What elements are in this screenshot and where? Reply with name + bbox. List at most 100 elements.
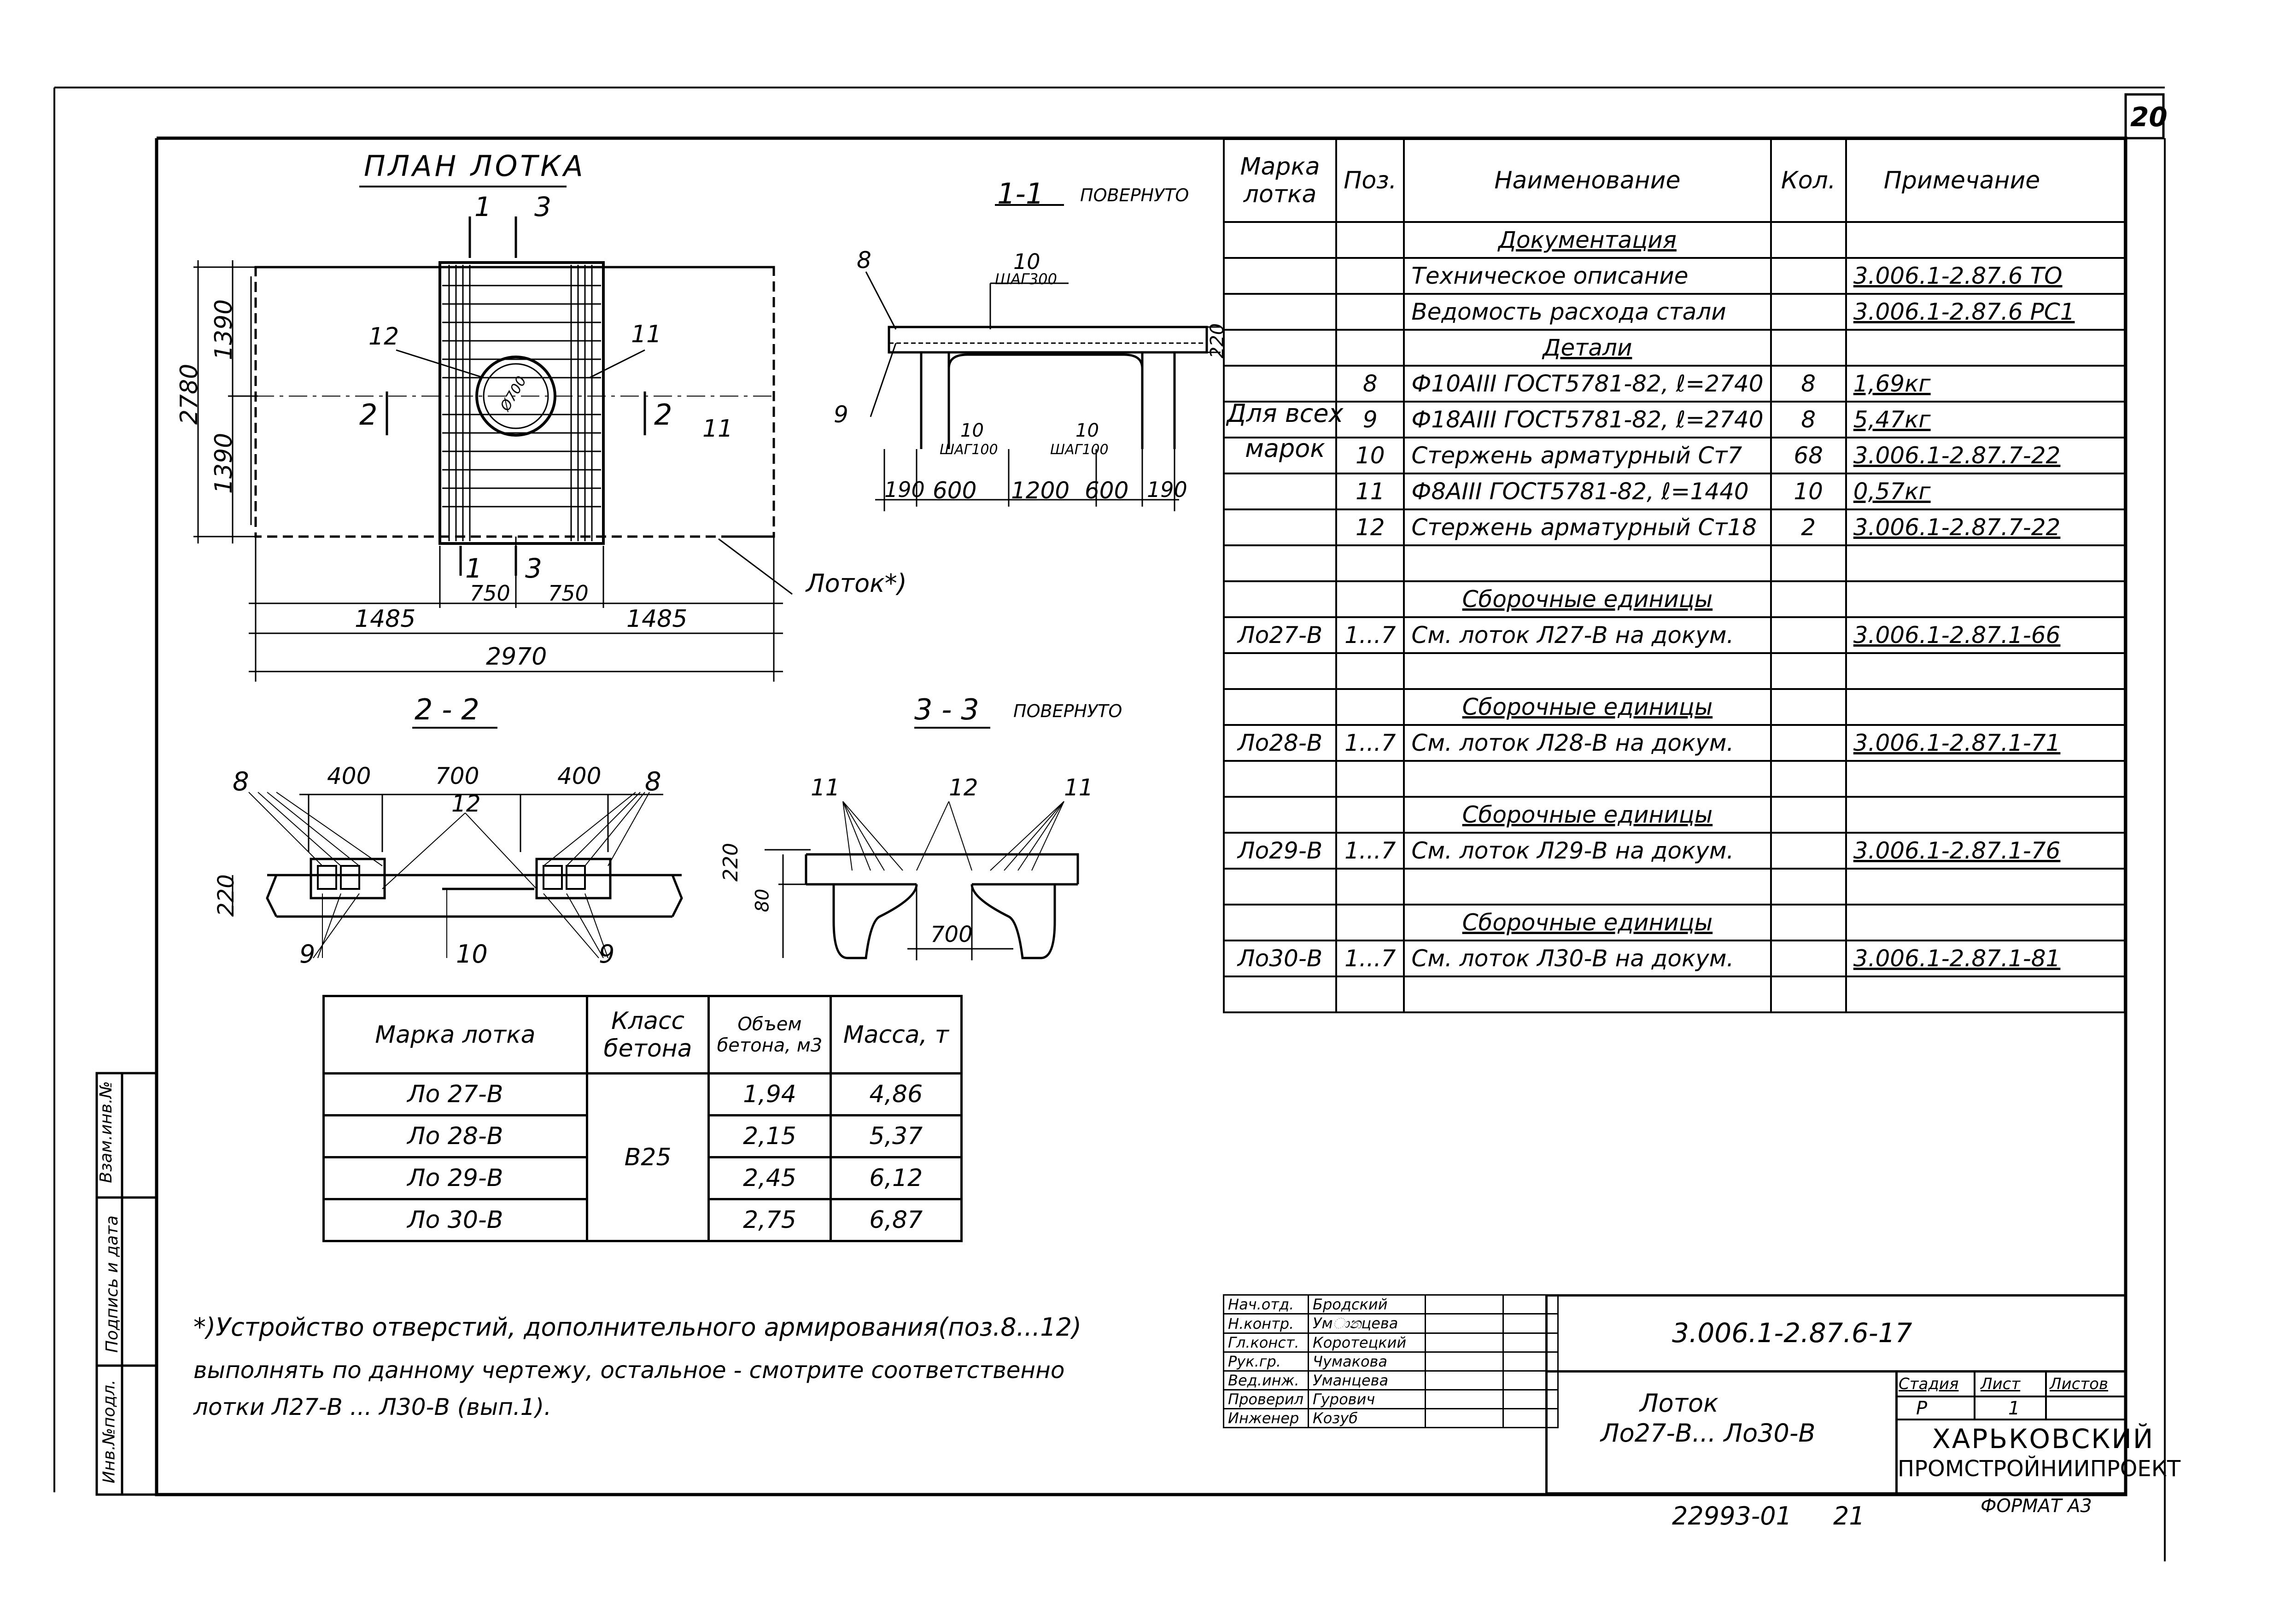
spec-cell-pos: 10 [1335, 437, 1405, 474]
spec-cell-pos [1335, 976, 1405, 1013]
spec-row: Документация [1222, 221, 2126, 259]
stamp-title-1: Лоток [1640, 1389, 1718, 1418]
spec-cell-qty [1770, 976, 1847, 1013]
vol-volume: 2,75 [707, 1198, 832, 1242]
stamp-date [1502, 1389, 1559, 1409]
spec-cell-pos [1335, 904, 1405, 941]
spec-cell-note [1845, 976, 2126, 1013]
spec-row [1222, 544, 2126, 582]
side-signature-date: Подпись и дата [103, 1215, 122, 1353]
spec-cell-mark [1222, 796, 1338, 834]
spec-cell-qty: 8 [1770, 365, 1847, 403]
spec-cell-pos [1335, 293, 1405, 331]
spec-cell-mark [1222, 221, 1338, 259]
spec-cell-pos [1335, 760, 1405, 798]
sec22-dim-400-left: 400 [327, 763, 371, 789]
plan-section-1-top: 1 [474, 191, 491, 222]
sec11-pos-10-left: 10 [960, 420, 984, 441]
spec-cell-name: Ф18АIII ГОСТ5781-82, ℓ=2740 [1403, 401, 1772, 438]
spec-row: Сборочные единицы [1222, 580, 2126, 618]
spec-cell-note: 3.006.1-2.87.1-66 [1845, 616, 2126, 654]
stamp-sheet: 1 [2008, 1398, 2020, 1419]
stamp-signature [1425, 1351, 1504, 1372]
plan-dim-750-right: 750 [548, 581, 589, 606]
stamp-signature [1425, 1294, 1504, 1314]
vol-volume: 2,15 [707, 1114, 832, 1158]
spec-cell-mark [1222, 293, 1338, 331]
sec11-step-300: ШАГ300 [995, 270, 1058, 288]
spec-cell-mark: Ло30-В [1222, 940, 1338, 977]
plan-section-2-left: 2 [359, 398, 378, 432]
spec-cell-note: 1,69кг [1845, 365, 2126, 403]
stamp-col-b [2045, 1370, 2047, 1419]
spec-cell-name [1403, 868, 1772, 905]
spec-table: Марка лотка Поз. Наименование Кол. Приме… [1222, 138, 2126, 1013]
stamp-role: Инженер [1223, 1408, 1309, 1428]
sec22-pos-9-right: 9 [599, 940, 615, 969]
spec-group-all-marks: Для всех марок [1227, 399, 1344, 463]
vol-mark: Ло 30-В [322, 1198, 588, 1242]
stamp-divider [1545, 1370, 2126, 1373]
plan-title: ПЛАН ЛОТКА [364, 149, 586, 183]
spec-cell-mark [1222, 976, 1338, 1013]
spec-cell-note [1845, 652, 2126, 690]
vol-volume: 2,45 [707, 1156, 832, 1200]
spec-cell-name: См. лоток Л27-В на докум. [1403, 616, 1772, 654]
spec-cell-note [1845, 544, 2126, 582]
plan-dim-2970: 2970 [486, 643, 547, 671]
sec33-title: 3 - 3 [914, 693, 979, 726]
spec-cell-pos [1335, 580, 1405, 618]
side-inv-original: Инв.№подл. [99, 1379, 119, 1484]
stamp-person-name: Гурович [1308, 1389, 1426, 1409]
spec-cell-mark [1222, 760, 1338, 798]
plan-dim-1390-top: 1390 [210, 299, 238, 361]
spec-cell-name [1403, 760, 1772, 798]
sec22-pos-12: 12 [451, 790, 481, 817]
plan-section-3-bottom: 3 [525, 553, 542, 584]
spec-cell-name [1403, 652, 1772, 690]
section-2-2-drawing [232, 792, 683, 958]
sec22-pos-8-right: 8 [645, 767, 661, 797]
spec-cell-note [1845, 796, 2126, 834]
spec-cell-pos [1335, 652, 1405, 690]
spec-cell-qty [1770, 724, 1847, 762]
spec-cell-mark [1222, 437, 1338, 474]
spec-cell-name: Стержень арматурный Ст7 [1403, 437, 1772, 474]
stamp-date [1502, 1408, 1559, 1428]
vol-head-mass: Масса, т [829, 995, 963, 1075]
sec11-pos-10-right: 10 [1075, 420, 1099, 441]
spec-cell-qty [1770, 832, 1847, 870]
spec-row [1222, 760, 2126, 798]
spec-cell-note [1845, 329, 2126, 367]
sec22-pos-8-left: 8 [233, 767, 249, 797]
spec-cell-note [1845, 904, 2126, 941]
spec-cell-mark [1222, 365, 1338, 403]
spec-cell-note: 5,47кг [1845, 401, 2126, 438]
plan-section-2-right: 2 [654, 398, 672, 432]
spec-cell-qty [1770, 257, 1847, 295]
sec33-dim-80: 80 [752, 888, 773, 912]
plan-dim-750-left: 750 [470, 581, 510, 606]
sec11-note: ПОВЕРНУТО [1080, 185, 1189, 205]
stamp-role: Вед.инж. [1223, 1370, 1309, 1390]
spec-cell-pos [1335, 329, 1405, 367]
spec-cell-name: Ф10АIII ГОСТ5781-82, ℓ=2740 [1403, 365, 1772, 403]
spec-cell-mark [1222, 329, 1338, 367]
spec-cell-mark [1222, 401, 1338, 438]
section-3-3-drawing [765, 801, 1079, 960]
stamp-divider-v [1895, 1370, 1898, 1495]
spec-cell-qty: 68 [1770, 437, 1847, 474]
stamp-role: Рук.гр. [1223, 1351, 1309, 1372]
vol-mass: 5,37 [829, 1114, 963, 1158]
spec-cell-pos [1335, 221, 1405, 259]
spec-cell-mark [1222, 508, 1338, 546]
side-replace-inv: Взам.инв.№ [96, 1081, 116, 1183]
sec22-dim-700: 700 [435, 763, 479, 789]
